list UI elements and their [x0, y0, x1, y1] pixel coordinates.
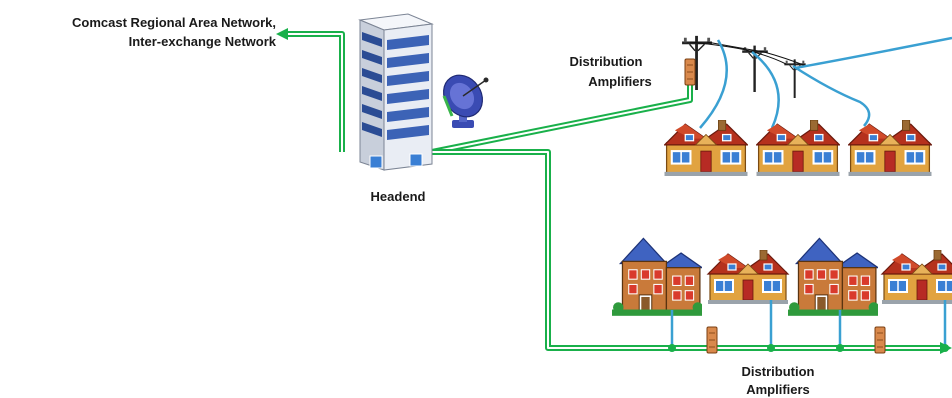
underground-drop-cables	[670, 300, 947, 348]
top-amplifier-icon	[684, 58, 696, 86]
top-amplifiers-label-line1: Distribution	[570, 54, 643, 69]
trunk-lines	[276, 28, 952, 354]
satellite-dish-icon	[442, 74, 489, 128]
network-label-line2: Inter-exchange Network	[129, 34, 277, 49]
bottom-amplifier-icon-1	[706, 326, 718, 354]
house-icon	[756, 120, 840, 176]
headend-label: Headend	[371, 189, 426, 204]
bottom-amplifier-icon-2	[874, 326, 886, 354]
tap-junctions	[668, 344, 949, 352]
network-label-line1: Comcast Regional Area Network,	[72, 15, 276, 30]
house-icon	[706, 250, 790, 304]
bottom-amplifiers-label-line1: Distribution	[742, 364, 815, 379]
brick-house-icon	[788, 237, 878, 316]
aerial-wire	[706, 41, 807, 67]
top-amplifiers-label-line2: Amplifiers	[588, 74, 652, 89]
aerial-drop-cables	[699, 36, 952, 129]
headend-building-icon	[358, 13, 434, 171]
brick-house-icon	[612, 237, 702, 316]
bottom-amplifiers-label-line2: Amplifiers	[746, 382, 810, 397]
house-icon	[664, 120, 748, 176]
house-icon	[848, 120, 932, 176]
aerial-wire	[689, 41, 787, 65]
house-icon	[880, 250, 952, 304]
